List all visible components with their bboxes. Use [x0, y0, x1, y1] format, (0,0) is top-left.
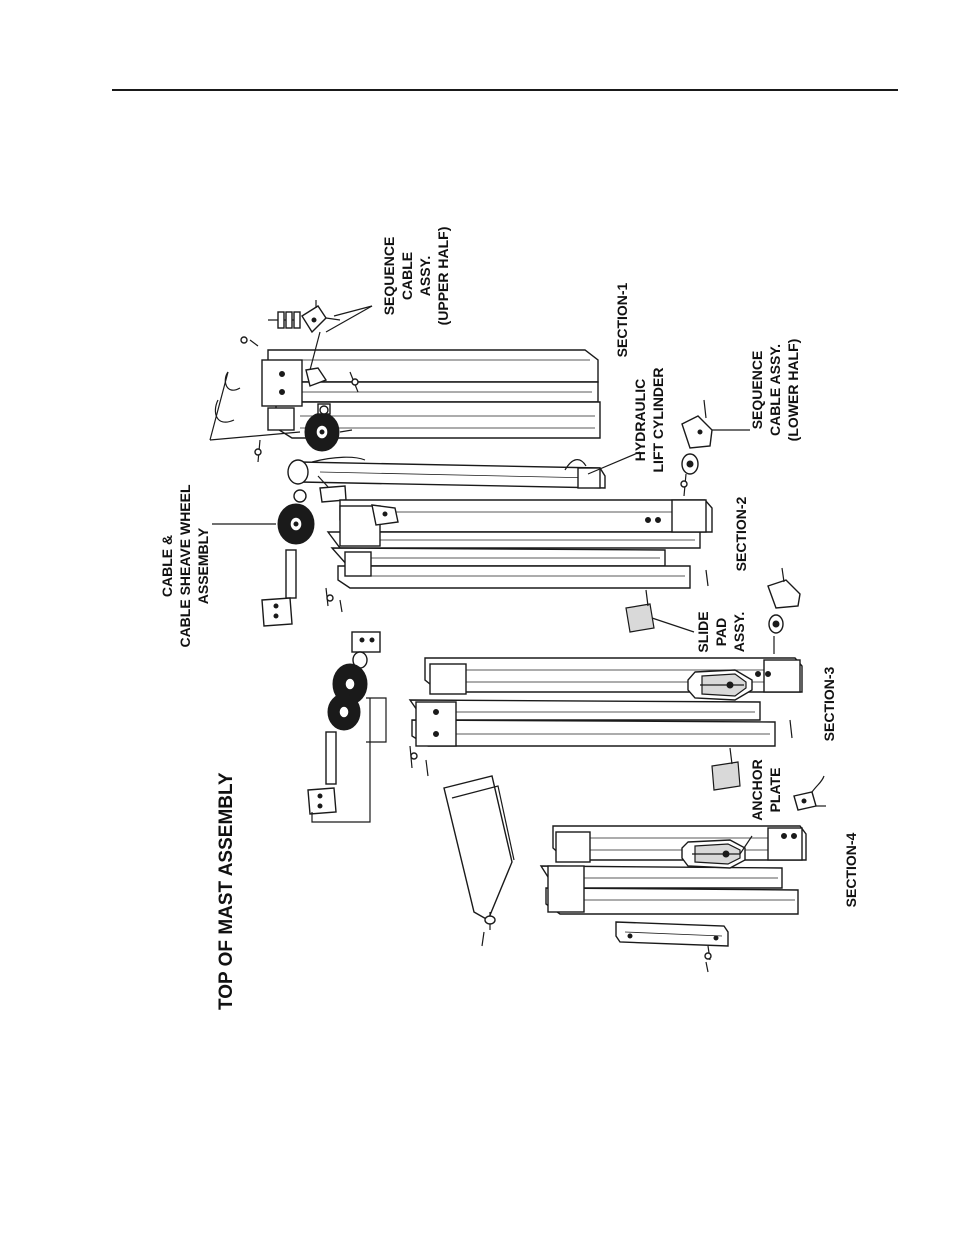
svg-text:(UPPER HALF): (UPPER HALF) — [435, 227, 451, 326]
svg-text:SLIDE: SLIDE — [695, 611, 711, 652]
cover-plate — [444, 776, 514, 946]
svg-text:ASSEMBLY: ASSEMBLY — [195, 527, 211, 604]
svg-text:(LOWER HALF): (LOWER HALF) — [785, 339, 801, 442]
label-section-1: SECTION-1 — [614, 282, 630, 357]
sheave-wheel-lower — [262, 504, 314, 626]
anchor-bracket-small — [794, 776, 826, 810]
svg-text:CABLE SHEAVE WHEEL: CABLE SHEAVE WHEEL — [177, 484, 193, 648]
label-section-3: SECTION-3 — [821, 666, 837, 741]
label-slide-pad: SLIDE PAD ASSY. — [695, 611, 747, 652]
label-hydraulic-lift-cylinder: HYDRAULIC LIFT CYLINDER — [632, 368, 666, 473]
diagram-title: TOP OF MAST ASSEMBLY — [216, 772, 237, 1010]
svg-text:SEQUENCE: SEQUENCE — [381, 237, 397, 316]
section-2-channel — [326, 500, 712, 612]
svg-text:CABLE &: CABLE & — [159, 535, 175, 597]
anchor-plate-section-3 — [688, 670, 752, 700]
anchor-plate-section-4 — [682, 840, 745, 868]
section-4-lower-bar — [616, 922, 728, 972]
svg-text:PAD: PAD — [713, 618, 729, 647]
slide-pad-upper — [626, 590, 654, 632]
svg-text:LIFT CYLINDER: LIFT CYLINDER — [650, 368, 666, 473]
svg-text:ASSY.: ASSY. — [417, 256, 433, 296]
label-cable-sheave-wheel: CABLE & CABLE SHEAVE WHEEL ASSEMBLY — [159, 484, 211, 648]
svg-text:SEQUENCE: SEQUENCE — [749, 351, 765, 430]
sequence-cable-lower-parts — [681, 400, 712, 496]
slide-pad-lower — [712, 748, 740, 790]
label-sequence-cable-upper: SEQUENCE CABLE ASSY. (UPPER HALF) — [381, 227, 451, 326]
svg-text:CABLE ASSY.: CABLE ASSY. — [767, 344, 783, 436]
svg-text:ANCHOR: ANCHOR — [749, 759, 765, 820]
label-section-4: SECTION-4 — [843, 832, 859, 907]
svg-text:HYDRAULIC: HYDRAULIC — [632, 379, 648, 461]
svg-text:PLATE: PLATE — [767, 768, 783, 813]
section-4-channel — [541, 826, 806, 914]
label-anchor-plate: ANCHOR PLATE — [749, 759, 783, 820]
section-2-hardware-right — [768, 568, 800, 654]
svg-text:CABLE: CABLE — [399, 252, 415, 300]
label-section-2: SECTION-2 — [733, 496, 749, 571]
label-sequence-cable-lower: SEQUENCE CABLE ASSY. (LOWER HALF) — [749, 339, 801, 442]
sheave-pair-section-3 — [308, 632, 386, 822]
svg-text:ASSY.: ASSY. — [731, 612, 747, 652]
hydraulic-lift-cylinder — [288, 457, 605, 502]
